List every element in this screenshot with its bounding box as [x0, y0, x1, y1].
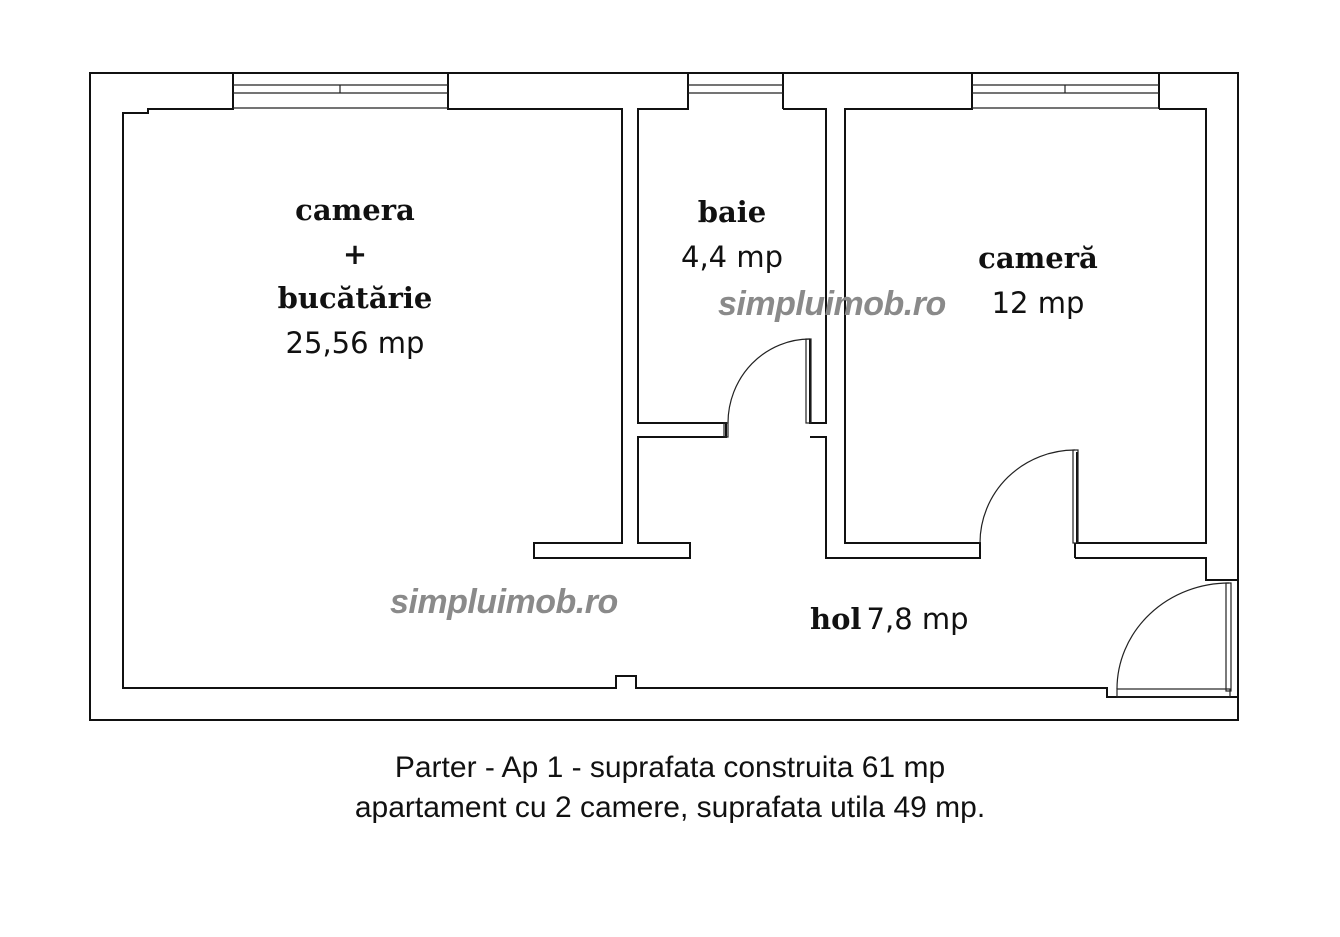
room-area: 12 mp: [991, 286, 1085, 320]
watermark: simpluimob.ro: [390, 583, 618, 621]
room-name: baie: [697, 195, 767, 229]
room-camera-bucatarie-outline: [122, 73, 1117, 698]
room-area: 25,56 mp: [285, 326, 425, 360]
room-name-line: bucătărie: [277, 281, 433, 315]
room-label-camera: cameră 12 mp: [958, 236, 1118, 326]
room-name-line: camera: [295, 193, 415, 227]
door-entrance: [1116, 582, 1238, 698]
room-name: cameră: [978, 241, 1098, 275]
room-name: hol: [810, 602, 862, 636]
door-camera: [979, 449, 1079, 544]
outer-wall: [89, 72, 1239, 721]
room-area: 7,8 mp: [866, 602, 969, 636]
room-label-hol: hol 7,8 mp: [810, 596, 969, 642]
room-area: 4,4 mp: [681, 240, 783, 274]
room-name-line: +: [342, 237, 368, 271]
room-label-baie: baie 4,4 mp: [652, 190, 812, 280]
room-label-camera-bucatarie: camera + bucătărie 25,56 mp: [255, 188, 455, 366]
camera-walls: [1074, 108, 1238, 581]
caption-line-2: apartament cu 2 camere, suprafata utila …: [354, 791, 986, 824]
door-baie: [723, 338, 812, 438]
watermark: simpluimob.ro: [718, 285, 946, 323]
caption-line-1: Parter - Ap 1 - suprafata construita 61 …: [394, 751, 946, 784]
window-camera: [971, 73, 1160, 109]
stub-wall-left: [533, 73, 727, 559]
window-left: [233, 84, 448, 109]
window-baie: [687, 73, 784, 109]
